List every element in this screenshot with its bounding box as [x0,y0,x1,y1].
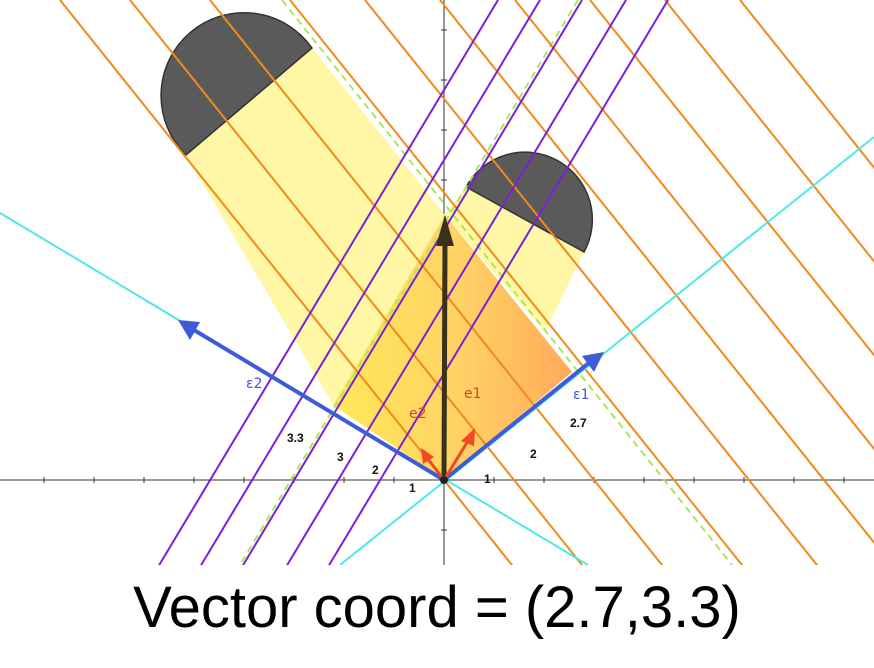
purple-line-5 [328,0,669,565]
orange-line-3 [209,0,664,565]
orange-line-10 [739,0,874,170]
orange-line-6 [439,0,874,545]
tick-eps1-1: 1 [484,472,491,486]
eps2-arrowhead [178,320,200,340]
purple-line-1 [158,0,499,565]
large-half-disc [160,11,314,157]
tick-eps2-3.3: 3.3 [287,431,304,445]
tick-eps2-3: 3 [337,450,344,464]
shadow-band-small [445,187,584,332]
orange-line-9 [664,0,874,263]
eps1-arrow [442,360,592,482]
cyan-line-eps1-axis [339,136,874,565]
eps2-arrow [192,328,446,482]
dashed-boundary-lines [239,0,733,565]
main-vector-arrow [441,241,448,481]
orange-line-1 [59,0,514,565]
label-e2: e2 [409,406,427,422]
tick-eps2-2: 2 [372,463,379,477]
shadow-band-large [186,48,445,405]
tick-eps2-1: 1 [409,481,416,495]
orange-line-2 [129,0,584,565]
dashed-line-eps2 [239,0,579,565]
tick-eps1-2: 2 [530,447,537,461]
purple-line-4 [286,0,627,565]
orange-line-8 [589,0,874,357]
purple-line-3 [242,0,583,565]
label-eps1: ε1 [573,387,589,403]
dashed-line-eps1 [281,0,733,565]
orange-line-7 [514,0,874,451]
orange-line-5 [364,0,819,565]
e1-arrowhead [461,428,475,446]
label-eps2: ε2 [246,376,262,392]
orange-grid-lines [59,0,874,565]
purple-line-2 [200,0,541,565]
e1-arrow [442,440,470,481]
e2-arrowhead [421,448,434,464]
origin-point [440,476,448,484]
purple-grid-lines [158,0,669,565]
orange-line-4 [289,0,744,565]
vector-coordinates-caption: Vector coord = (2.7,3.3) [133,575,741,640]
eps1-arrowhead [582,352,604,372]
main-vector-arrowhead [436,215,454,246]
coordinate-parallelogram [333,215,572,480]
tick-eps1-2.7: 2.7 [570,416,587,430]
label-e1: e1 [464,386,482,402]
e2-arrow [426,458,446,481]
